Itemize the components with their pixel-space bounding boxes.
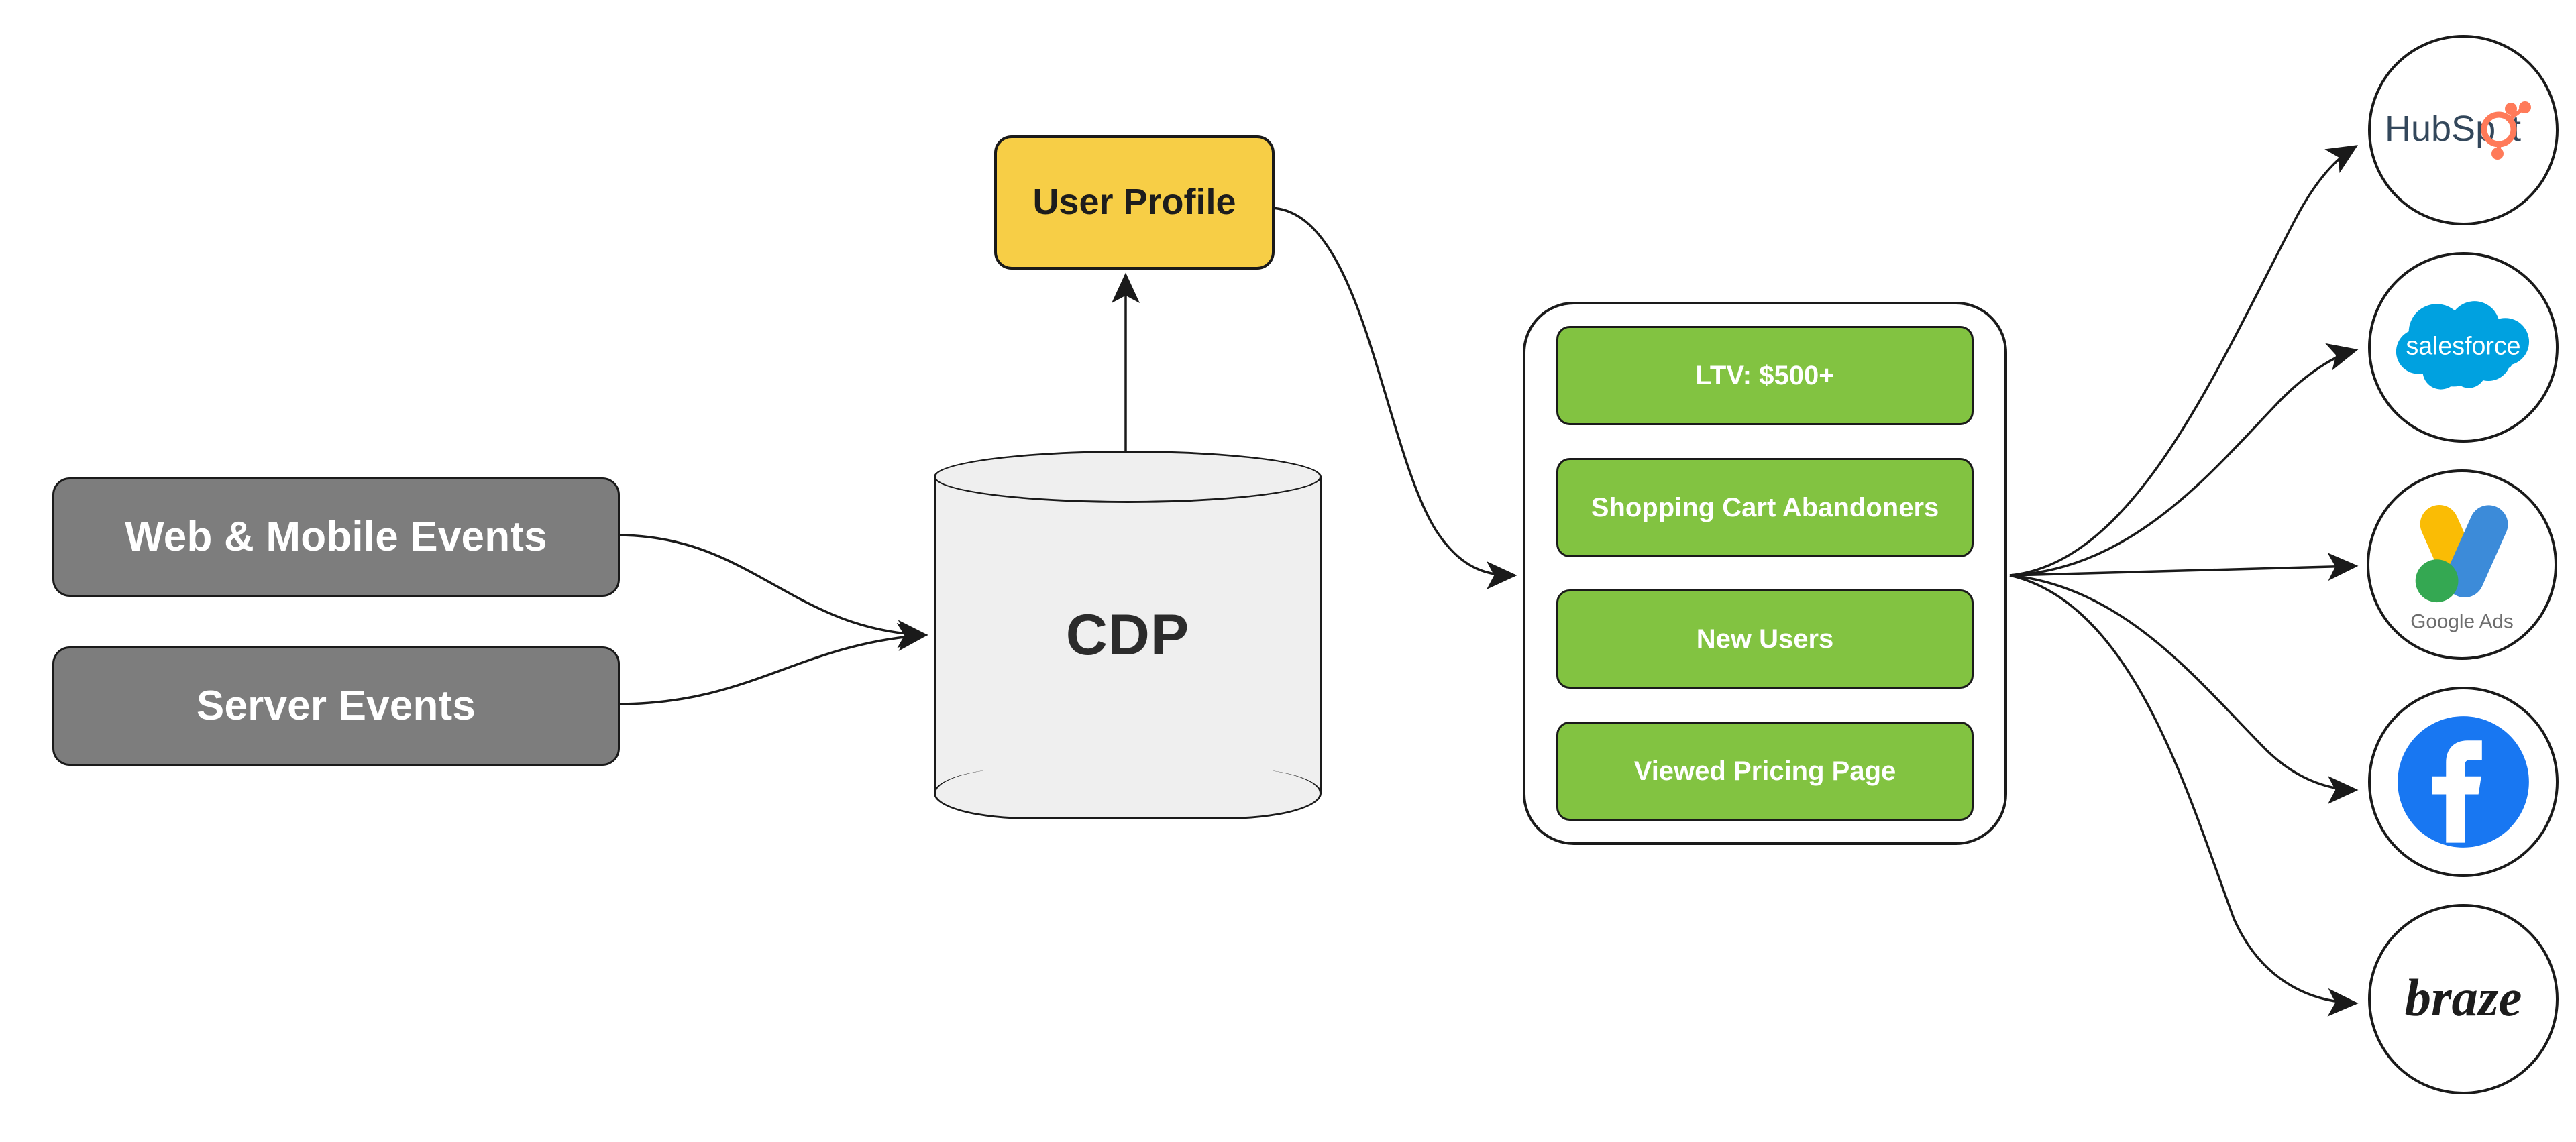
svg-text:braze: braze [2405,969,2522,1027]
segment-label: LTV: $500+ [1695,361,1835,390]
cylinder-body [934,476,1322,794]
edge-segments-to-hubspot [2009,145,2358,577]
source-node-server-events[interactable]: Server Events [52,646,620,766]
segment-chip-viewed-pricing-page[interactable]: Viewed Pricing Page [1556,721,1974,821]
svg-text:salesforce: salesforce [2406,331,2520,359]
cylinder-bottom [934,767,1322,819]
user-profile-node[interactable]: User Profile [994,135,1275,270]
salesforce-logo-icon: salesforce [2379,264,2547,431]
svg-text:HubSp: HubSp [2385,109,2496,149]
google-ads-logo-icon: Google Ads [2378,481,2546,648]
destination-node-google-ads[interactable]: Google Ads [2367,469,2557,660]
segment-label: New Users [1696,624,1834,654]
edge-segments-to-facebook [2009,574,2359,804]
source-label: Server Events [196,682,476,729]
source-label: Web & Mobile Events [125,513,547,560]
svg-text:Google Ads: Google Ads [2410,611,2514,633]
braze-logo-icon: braze [2379,915,2547,1083]
segment-chip-new-users[interactable]: New Users [1556,589,1974,689]
destination-node-facebook[interactable] [2368,687,2559,877]
edge-segments-to-google-ads [2009,553,2359,581]
edge-server-events-to-cdp [616,622,928,705]
edge-segments-to-salesforce [2009,343,2359,577]
cdp-database-node[interactable]: CDP [934,451,1322,819]
hubspot-logo-icon: HubSp t [2379,46,2547,214]
cylinder-top [934,451,1322,503]
segment-chip-cart-abandoners[interactable]: Shopping Cart Abandoners [1556,457,1974,557]
destination-node-hubspot[interactable]: HubSp t [2368,35,2559,225]
destination-node-braze[interactable]: braze [2368,904,2559,1094]
user-profile-label: User Profile [1032,182,1236,223]
cdp-label: CDP [1065,602,1190,667]
edge-segments-to-braze [2009,574,2359,1017]
facebook-logo-icon [2379,698,2547,866]
segment-label: Viewed Pricing Page [1633,756,1896,786]
edge-web-events-to-cdp [616,534,928,648]
source-node-web-mobile-events[interactable]: Web & Mobile Events [52,477,620,597]
segment-label: Shopping Cart Abandoners [1591,492,1939,522]
segments-container: LTV: $500+ Shopping Cart Abandoners New … [1523,302,2007,845]
segment-chip-ltv[interactable]: LTV: $500+ [1556,326,1974,425]
edge-user-profile-to-segments [1269,207,1517,589]
destination-node-salesforce[interactable]: salesforce [2368,252,2559,443]
